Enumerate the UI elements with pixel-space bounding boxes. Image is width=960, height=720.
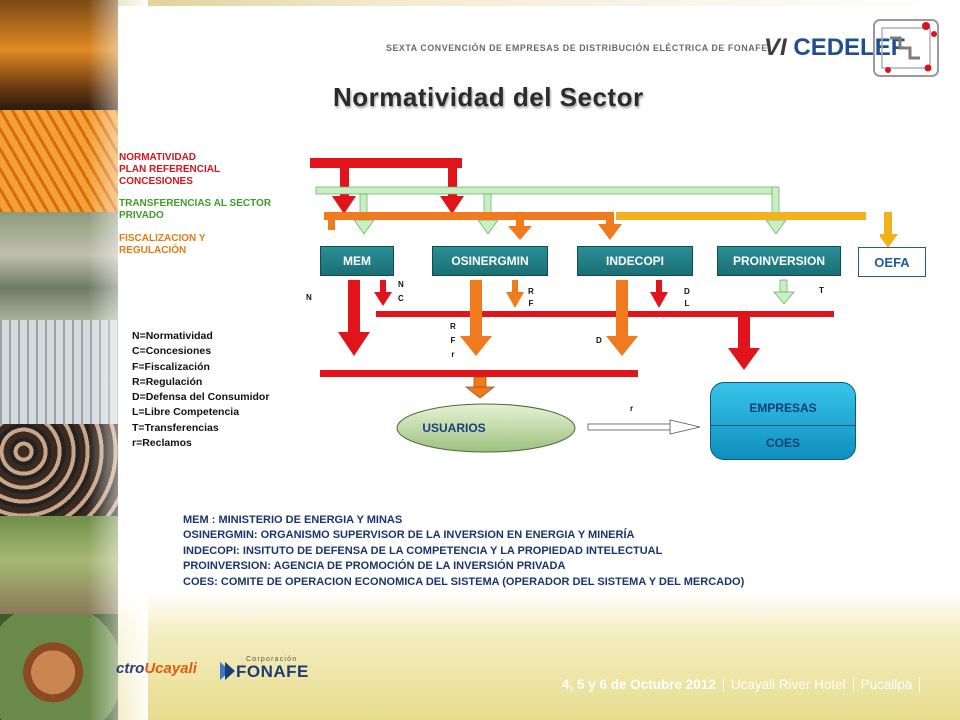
- green-transfer-bar: [315, 186, 777, 195]
- yellow-arrow-to-oefa: [880, 212, 898, 248]
- footer-venue: Ucayali River Hotel: [724, 677, 854, 692]
- green-arrow-to-mem: [353, 219, 375, 235]
- flow-label-d: D: [596, 336, 602, 345]
- diagram-arrows: [310, 158, 866, 453]
- red-arrow-to-empresas: [728, 348, 760, 370]
- mem-label: MEM: [343, 254, 371, 268]
- flow-label-nc: N C: [398, 280, 404, 303]
- cedelef-seal-icon: [873, 19, 939, 77]
- footer-date: 4, 5 y 6 de Octubre 2012: [562, 677, 724, 692]
- cedelef-logo: VI CEDELEF: [764, 34, 905, 62]
- red-arrow-to-osinergmin: [440, 196, 464, 214]
- footer-info: 4, 5 y 6 de Octubre 2012 Ucayali River H…: [562, 677, 921, 692]
- fonafe-corp: Corporación: [246, 656, 298, 663]
- fonafe-mark-icon: [220, 662, 235, 680]
- red-middle-bar: [376, 311, 834, 317]
- green-arrow-to-proinversion: [765, 219, 787, 235]
- sector-diagram: MEM OSINERGMIN INDECOPI PROINVERSION N N…: [300, 148, 898, 468]
- convention-title: SEXTA CONVENCIÓN DE EMPRESAS DE DISTRIBU…: [386, 43, 768, 53]
- abbreviation-item: r=Reclamos: [132, 437, 192, 450]
- proinversion-label: PROINVERSION: [732, 254, 825, 268]
- red-normatividad-bar: [310, 158, 462, 168]
- legend-line: TRANSFERENCIAS AL SECTOR: [119, 198, 272, 209]
- empresas-coes-node: EMPRESAS COES: [710, 382, 856, 460]
- green-arrow-to-osinergmin: [477, 219, 499, 235]
- flow-label-r-reclamos: r: [630, 404, 634, 413]
- abbreviation-item: T=Transferencias: [132, 421, 219, 434]
- abbreviation-item: C=Concesiones: [132, 345, 212, 358]
- mem-box: MEM: [320, 246, 394, 276]
- legend-line: FISCALIZACION Y: [119, 233, 206, 244]
- definition-line: MEM : MINISTERIO DE ENERGIA Y MINAS: [183, 514, 403, 526]
- abbreviation-item: R=Regulación: [132, 375, 203, 388]
- flow-label-rf-top: R F: [528, 287, 534, 308]
- abbreviation-item: N=Normatividad: [132, 330, 213, 342]
- proinversion-box: PROINVERSION: [717, 246, 841, 276]
- osinergmin-label: OSINERGMIN: [451, 254, 529, 268]
- green-arrow-t: [773, 291, 795, 305]
- coes-label: COES: [765, 436, 800, 450]
- photo-strip-fade: [88, 0, 148, 720]
- page-title: Normatividad del Sector: [333, 82, 644, 112]
- usuarios-label: USUARIOS: [422, 421, 486, 435]
- abbreviation-legend: N=Normatividad C=Concesiones F=Fiscaliza…: [132, 329, 269, 451]
- usuarios-node: USUARIOS: [397, 414, 567, 442]
- top-rule: [0, 0, 960, 6]
- yellow-oefa-bar: [616, 212, 866, 220]
- ucayali-word: Ucayali: [144, 660, 197, 677]
- osinergmin-box: OSINERGMIN: [432, 246, 548, 276]
- oefa-label: OEFA: [874, 254, 910, 270]
- ucayali-prefix: ctro: [116, 660, 145, 677]
- flow-label-rfr: R F r: [450, 322, 456, 359]
- definition-line: INDECOPI: INSITUTO DE DEFENSA DE LA COMP…: [183, 544, 663, 557]
- red-arrow-to-mem: [332, 196, 356, 214]
- definition-line: PROINVERSION: AGENCIA DE PROMOCIÓN DE LA…: [183, 560, 566, 573]
- abbreviation-item: L=Libre Competencia: [132, 406, 240, 419]
- legend-line: CONCESIONES: [119, 176, 193, 187]
- red-arrow-mem-down: [338, 332, 370, 356]
- fonafe-name: FONAFE: [236, 662, 309, 681]
- flow-label-dl: D L: [684, 287, 690, 308]
- empresas-label: EMPRESAS: [749, 401, 817, 415]
- electro-ucayali-logo: ctroUcayali: [116, 660, 197, 677]
- abbreviation-item: D=Defensa del Consumidor: [132, 391, 270, 404]
- flow-label-n: N: [306, 293, 312, 302]
- legend-line: NORMATIVIDAD: [119, 152, 197, 163]
- abbreviation-item: F=Fiscalización: [132, 360, 210, 373]
- orange-arrow-to-indecopi: [598, 224, 622, 240]
- reclamos-arrow: [669, 419, 701, 435]
- indecopi-label: INDECOPI: [605, 254, 664, 268]
- definition-line: OSINERGMIN: ORGANISMO SUPERVISOR DE LA I…: [183, 529, 635, 542]
- acronym-definitions: MEM : MINISTERIO DE ENERGIA Y MINAS OSIN…: [183, 513, 744, 590]
- legend-line: PRIVADO: [119, 210, 164, 221]
- orange-arrow-to-usuarios: [464, 386, 496, 399]
- red-bottom-bar: [320, 370, 638, 377]
- orange-arrow-to-osinergmin: [508, 226, 532, 240]
- cedelef-roman: VI: [764, 34, 787, 61]
- color-legend: NORMATIVIDAD PLAN REFERENCIAL CONCESIONE…: [119, 152, 299, 257]
- footer-city: Pucallpa: [854, 677, 921, 692]
- indecopi-box: INDECOPI: [577, 246, 693, 276]
- oefa-box: OEFA: [858, 247, 926, 277]
- definition-line: COES: COMITE DE OPERACION ECONOMICA DEL …: [183, 575, 745, 588]
- legend-line: REGULACIÓN: [119, 245, 187, 256]
- orange-fiscalizacion-bar: [324, 212, 610, 220]
- red-arrow-dl: [650, 292, 668, 308]
- orange-arrow-indecopi-down: [606, 336, 638, 356]
- cedelef-name: CEDELEF: [793, 34, 906, 61]
- orange-arrow-rf: [506, 292, 524, 308]
- red-arrow-nc: [374, 292, 392, 306]
- legend-line: PLAN REFERENCIAL: [119, 164, 221, 175]
- orange-arrow-osinergmin-down: [460, 336, 492, 356]
- usuarios-ellipse: [396, 403, 576, 453]
- flow-label-t: T: [819, 286, 824, 295]
